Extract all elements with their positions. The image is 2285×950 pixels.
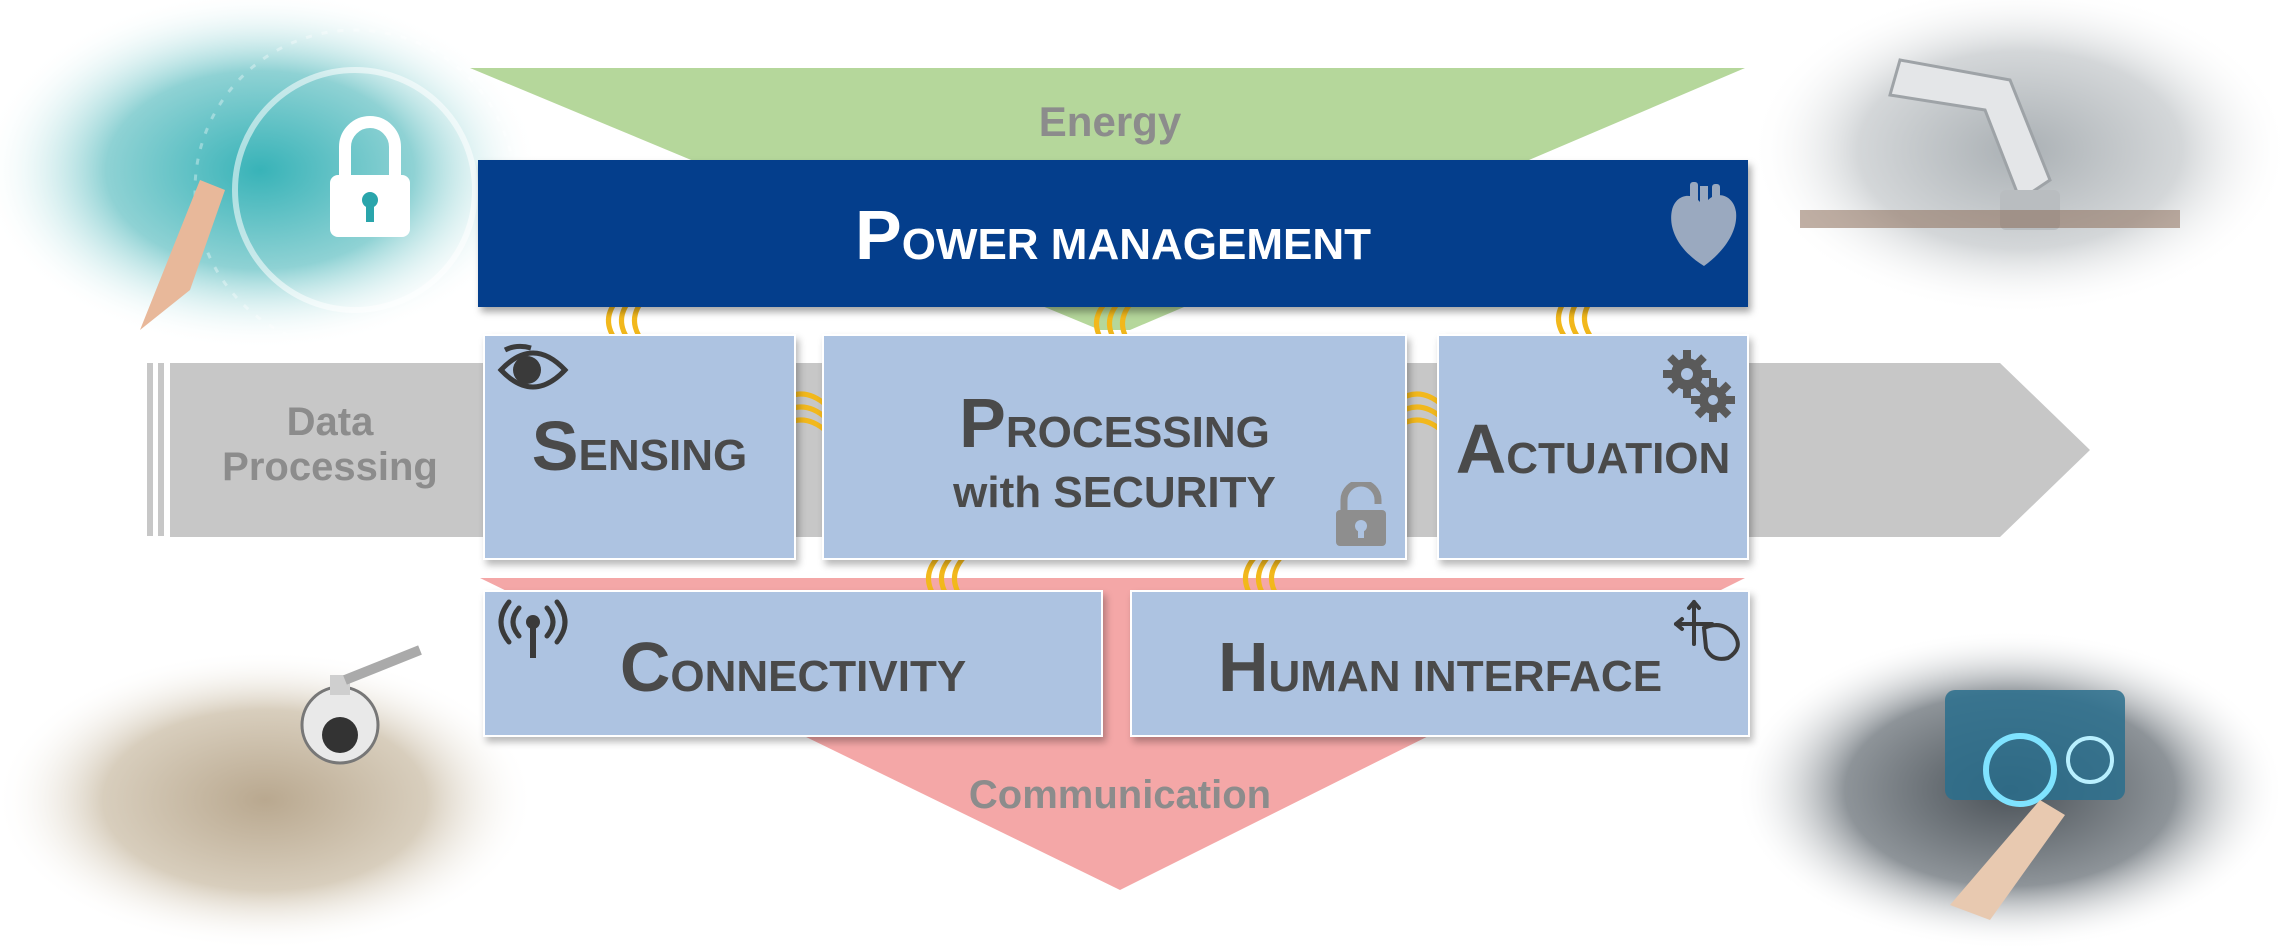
power-management-title: POWER MANAGEMENT xyxy=(478,200,1748,270)
data-processing-label-line2: Processing xyxy=(222,444,438,489)
antenna-icon xyxy=(498,599,568,658)
connectivity-block: CONNECTIVITY xyxy=(483,590,1103,737)
power-rest: OWER MANAGEMENT xyxy=(901,220,1371,269)
heart-icon xyxy=(1671,182,1737,266)
sensing-initial: S xyxy=(531,407,579,485)
data-processing-label: Data Processing xyxy=(180,400,480,490)
robot-arm-photo xyxy=(1750,0,2285,315)
actuation-title: ACTUATION xyxy=(1439,414,1747,484)
connectivity-rest: ONNECTIVITY xyxy=(670,652,967,701)
connectivity-title: CONNECTIVITY xyxy=(485,632,1101,702)
human-rest: UMAN INTERFACE xyxy=(1268,652,1663,701)
power-management-block: POWER MANAGEMENT xyxy=(478,160,1748,307)
sensing-rest: ENSING xyxy=(578,431,748,480)
sensing-title: SENSING xyxy=(485,411,794,481)
human-interface-title: HUMAN INTERFACE xyxy=(1132,632,1748,702)
connectivity-initial: C xyxy=(619,628,671,706)
actuation-initial: A xyxy=(1455,410,1507,488)
actuation-block: ACTUATION xyxy=(1437,334,1749,560)
processing-rest: ROCESSING xyxy=(1005,408,1270,457)
communication-label: Communication xyxy=(968,773,1272,817)
sensing-block: SENSING xyxy=(483,334,796,560)
car-touchscreen-photo xyxy=(1735,630,2285,950)
data-processing-label-line1: Data xyxy=(286,400,374,444)
processing-subtitle: with SECURITY xyxy=(953,468,1276,517)
padlock-icon xyxy=(1336,482,1386,546)
eye-icon xyxy=(497,343,569,390)
gears-icon xyxy=(1663,350,1735,422)
human-interface-block: HUMAN INTERFACE xyxy=(1130,590,1750,737)
processing-block: PROCESSING with SECURITY xyxy=(822,334,1407,560)
power-initial: P xyxy=(854,196,902,274)
processing-initial: P xyxy=(959,384,1006,462)
human-initial: H xyxy=(1217,628,1269,706)
surveillance-camera-photo xyxy=(0,645,535,950)
gesture-icon xyxy=(1674,600,1740,661)
security-photo xyxy=(0,0,540,352)
actuation-rest: CTUATION xyxy=(1506,434,1731,483)
processing-title: PROCESSING xyxy=(824,388,1405,458)
energy-label: Energy xyxy=(1038,98,1182,145)
